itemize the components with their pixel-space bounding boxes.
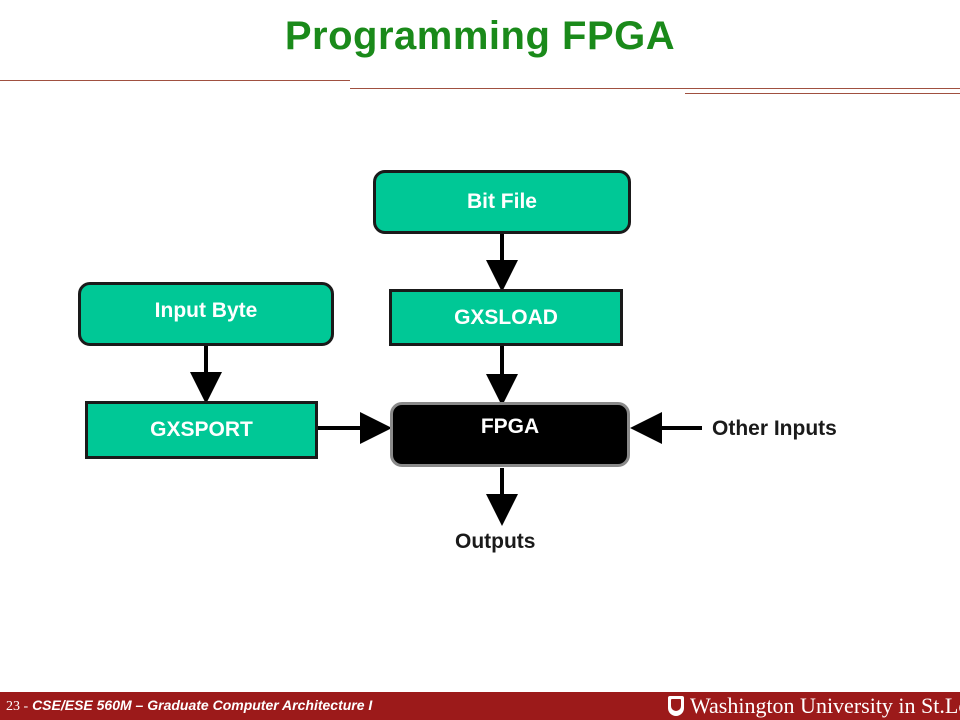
gxsport-label: GXSPORT <box>150 418 253 441</box>
bit-file-node: Bit File <box>373 170 631 234</box>
fpga-node: FPGA <box>390 402 630 467</box>
university-name: Washington University in St.Louis <box>690 693 960 718</box>
gxsload-node: GXSLOAD <box>389 289 623 346</box>
outputs-label: Outputs <box>455 530 536 553</box>
course-title: CSE/ESE 560M – Graduate Computer Archite… <box>32 697 373 713</box>
fpga-label: FPGA <box>480 415 540 438</box>
page-number: 23 - <box>6 699 29 714</box>
gxsload-label: GXSLOAD <box>454 305 558 329</box>
shield-icon <box>668 696 684 716</box>
header-rule-accent <box>685 93 960 94</box>
footer-course-text: 23 - CSE/ESE 560M – Graduate Computer Ar… <box>6 697 372 715</box>
input-byte-label: Input Byte <box>154 299 258 322</box>
header-rule-main <box>350 88 960 89</box>
header-rule-left <box>0 80 350 81</box>
other-inputs-label: Other Inputs <box>712 417 837 440</box>
bit-file-label: Bit File <box>466 190 537 213</box>
input-byte-node: Input Byte <box>78 282 334 346</box>
footer-bar: 23 - CSE/ESE 560M – Graduate Computer Ar… <box>0 692 960 720</box>
university-logo: Washington University in St.Louis <box>668 693 960 719</box>
slide-title: Programming FPGA <box>284 14 676 58</box>
gxsport-node: GXSPORT <box>85 401 318 459</box>
